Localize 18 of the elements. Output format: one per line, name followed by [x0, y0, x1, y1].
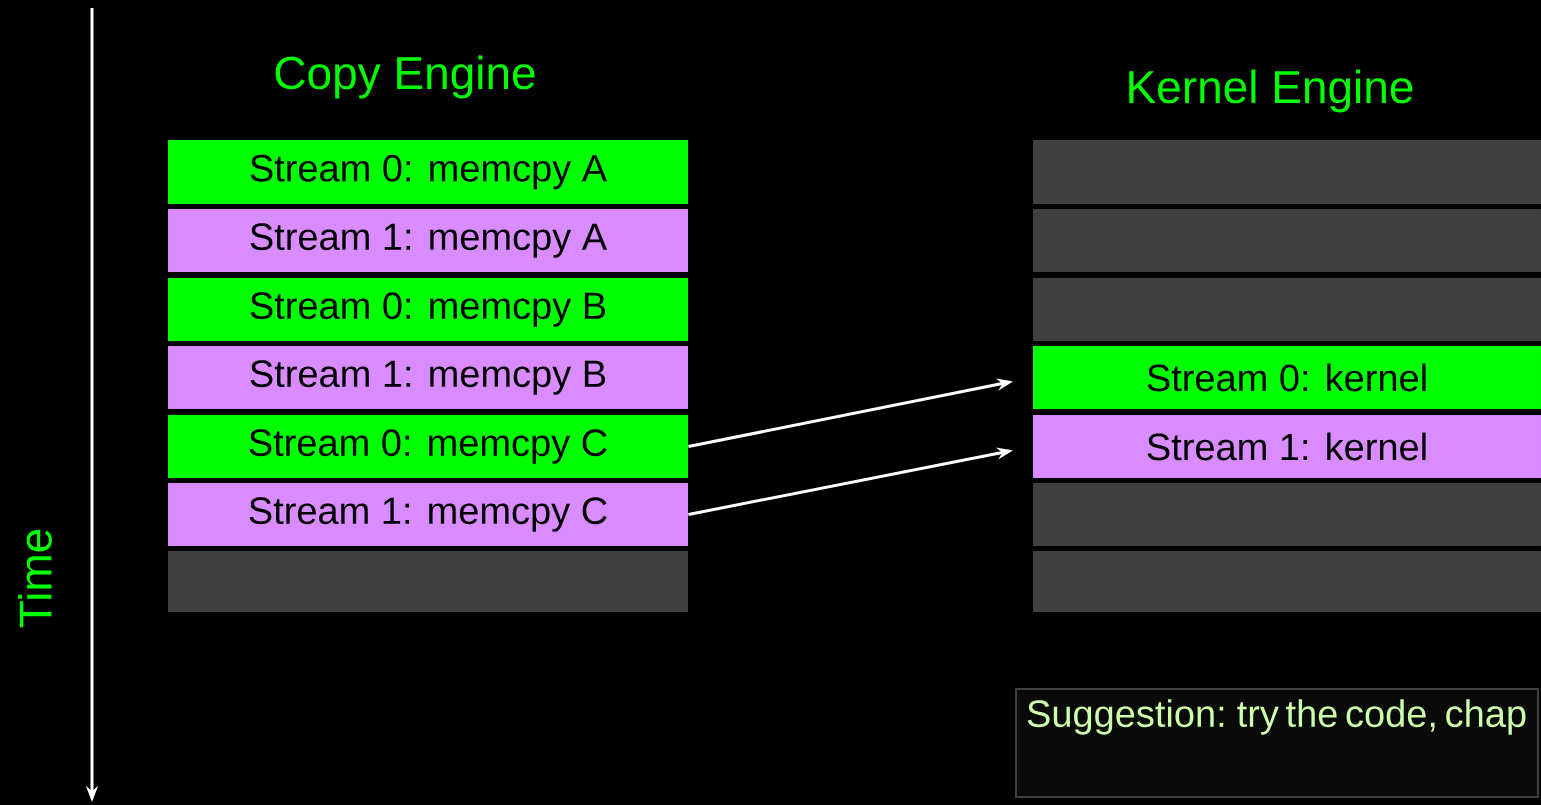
stream-bar: Stream 1: memcpy A	[168, 209, 688, 272]
stream-bar: Stream 0: memcpy A	[168, 140, 688, 204]
note-box: Suggestion: try the code, chap	[1015, 688, 1539, 798]
stream-bar: Stream 1: kernel	[1033, 415, 1541, 478]
stream-bar: Stream 1: memcpy C	[168, 483, 688, 546]
empty-bar	[1033, 551, 1541, 612]
stream-bar: Stream 0: memcpy B	[168, 278, 688, 341]
stream-bar: Stream 0: kernel	[1033, 346, 1541, 409]
empty-bar	[1033, 483, 1541, 546]
heading: Time	[18, 529, 52, 628]
empty-bar	[1033, 209, 1541, 272]
stream-bar: Stream 0: memcpy C	[168, 415, 688, 478]
heading: Copy Engine	[275, 55, 535, 99]
empty-bar	[1033, 140, 1541, 204]
empty-bar	[168, 551, 688, 612]
stream-bar: Stream 1: memcpy B	[168, 346, 688, 409]
empty-bar	[1033, 278, 1541, 341]
heading: Kernel Engine	[1129, 69, 1413, 113]
